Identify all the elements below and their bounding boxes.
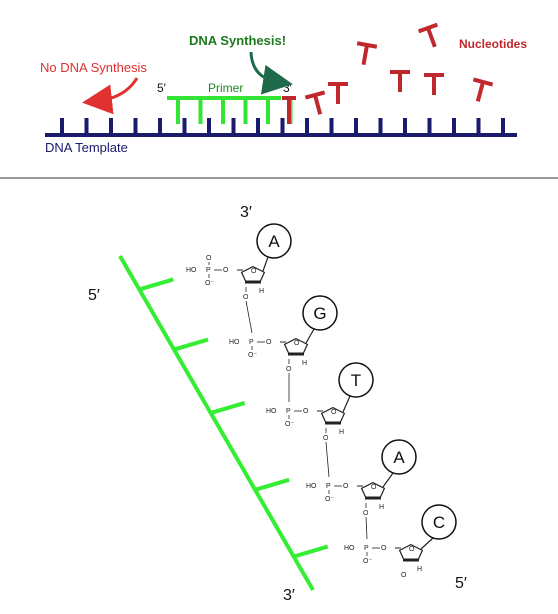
backbone-tick xyxy=(254,477,290,492)
free-nucleotide xyxy=(304,90,326,115)
free-nucleotide xyxy=(424,73,444,95)
top-three-prime-label: 3′ xyxy=(240,204,252,221)
dna-synthesis-label: DNA Synthesis! xyxy=(189,33,286,48)
ring-oxygen-label: O xyxy=(294,340,300,347)
phosphate-o-label: O xyxy=(343,483,349,490)
no-dna-synthesis-label: No DNA Synthesis xyxy=(40,60,147,75)
nucleotides-label: Nucleotides xyxy=(459,37,527,51)
free-nucleotides xyxy=(304,22,494,115)
bottom-right-five-prime-label: 5′ xyxy=(455,575,467,592)
terminal-oxygen-label: O xyxy=(401,572,407,579)
top-panel: DNA Template Primer 5′ 3′ No DNA Synthes… xyxy=(40,22,527,155)
base-letter: C xyxy=(433,513,445,532)
phosphate-p-label: P xyxy=(206,267,211,274)
template-backbone xyxy=(118,254,315,592)
sugar-h-label: H xyxy=(379,504,384,511)
base-letter: G xyxy=(313,304,326,323)
nucleotide-unit: O A H HO P O O⁻ O xyxy=(306,439,417,540)
free-nucleotide xyxy=(417,22,439,48)
free-nucleotide xyxy=(472,77,494,102)
phosphate-oh-label: HO xyxy=(266,408,277,415)
base-circle xyxy=(421,504,457,540)
backbone-tick xyxy=(293,544,329,559)
ring-oxygen-label: O xyxy=(331,409,337,416)
free-nucleotide xyxy=(390,70,410,92)
phosphate-o-label: O xyxy=(266,339,272,346)
free-nucleotide xyxy=(328,82,348,104)
primer-label: Primer xyxy=(208,81,243,95)
backbone-tick xyxy=(210,401,246,415)
phosphate-o-minus-label: O⁻ xyxy=(205,280,214,287)
ring-oxygen-label: O xyxy=(371,484,377,491)
bottom-three-prime-label: 3′ xyxy=(283,587,295,604)
primer-five-prime-label: 5′ xyxy=(157,81,167,95)
dna-template-label: DNA Template xyxy=(45,140,128,155)
linkage-oxygen-label: O xyxy=(243,294,249,301)
base-letter: A xyxy=(393,448,405,467)
free-nucleotide xyxy=(356,41,378,66)
base-circle xyxy=(302,295,338,331)
sugar-h-label: H xyxy=(339,429,344,436)
phosphate-o-minus-label: O⁻ xyxy=(285,421,294,428)
primer-three-prime-label: 3′ xyxy=(283,81,293,95)
base-letter: T xyxy=(351,371,361,390)
phosphate-oh-label: HO xyxy=(344,545,355,552)
phosphate-o-minus-label: O⁻ xyxy=(363,558,372,565)
ring-oxygen-label: O xyxy=(251,268,257,275)
phosphate-p-label: P xyxy=(286,408,291,415)
base-circle xyxy=(381,439,417,475)
phosphate-oh-label: HO xyxy=(306,483,317,490)
phosphate-p-label: P xyxy=(364,545,369,552)
linkage-oxygen-label: O xyxy=(363,510,369,517)
phosphate-o-minus-label: O⁻ xyxy=(325,496,334,503)
linkage-oxygen-label: O xyxy=(323,435,329,442)
phosphate-o-label: O xyxy=(303,408,309,415)
dna-template-strand xyxy=(45,118,517,137)
backbone-tick xyxy=(173,337,209,352)
base-circle xyxy=(338,362,374,398)
sugar-h-label: H xyxy=(417,566,422,573)
phosphate-o-label: O xyxy=(381,545,387,552)
backbone-tick xyxy=(138,277,174,292)
phosphate-o-label: O xyxy=(223,267,229,274)
nucleotide-unit: O G H HO P O O⁻ O xyxy=(229,295,338,402)
phosphate-oh-label: HO xyxy=(186,267,197,274)
base-letter: A xyxy=(268,232,280,251)
left-five-prime-label: 5′ xyxy=(88,287,100,304)
sugar-h-label: H xyxy=(302,360,307,367)
phosphate-double-o-label: O xyxy=(206,255,212,262)
no-synthesis-arrow xyxy=(82,77,139,115)
attached-nucleotide xyxy=(282,96,296,124)
phosphate-p-label: P xyxy=(249,339,254,346)
backbone-ticks xyxy=(138,277,329,559)
linkage-oxygen-label: O xyxy=(286,366,292,373)
synthesis-arrow xyxy=(249,51,293,95)
base-circle xyxy=(256,223,292,259)
ring-oxygen-label: O xyxy=(409,546,415,553)
phosphate-o-minus-label: O⁻ xyxy=(248,352,257,359)
template-ticks xyxy=(60,118,505,135)
phosphate-oh-label: HO xyxy=(229,339,240,346)
sugar-h-label: H xyxy=(259,288,264,295)
phosphate-p-label: P xyxy=(326,483,331,490)
